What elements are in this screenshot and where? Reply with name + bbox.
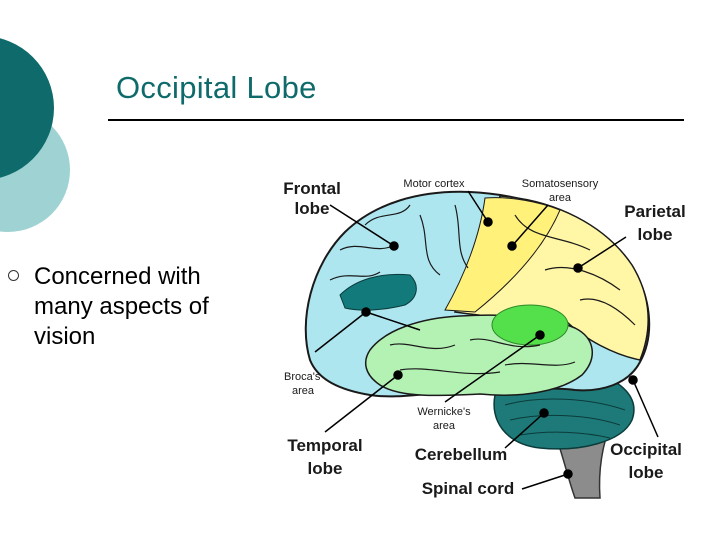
- label-spinal-cord: Spinal cord: [422, 479, 515, 498]
- label-temporal-1: Temporal: [287, 436, 362, 455]
- label-parietal-1: Parietal: [624, 202, 685, 221]
- label-frontal-2: lobe: [295, 199, 330, 218]
- slide-title: Occipital Lobe: [116, 70, 317, 105]
- label-wernicke-1: Wernicke's: [417, 406, 471, 418]
- brain-gyri: [329, 204, 636, 375]
- bullet-text: Concerned with many aspects of vision: [34, 263, 209, 350]
- corner-circle-dark: [0, 38, 54, 178]
- cerebellum-folds: [504, 398, 626, 439]
- label-somato-1: Somatosensory: [522, 178, 599, 190]
- title-divider: [108, 119, 684, 121]
- label-occipital-1: Occipital: [610, 440, 682, 459]
- label-somato-2: area: [549, 192, 572, 204]
- leader-lines: [314, 190, 659, 490]
- bullet-marker: [8, 270, 19, 281]
- label-cerebellum: Cerebellum: [415, 445, 508, 464]
- label-frontal-1: Frontal: [283, 179, 341, 198]
- label-temporal-2: lobe: [308, 459, 343, 478]
- label-broca-1: Broca's: [284, 371, 321, 383]
- label-parietal-2: lobe: [638, 225, 673, 244]
- label-broca-2: area: [292, 385, 315, 397]
- label-occipital-2: lobe: [629, 463, 664, 482]
- label-wernicke-2: area: [433, 420, 456, 432]
- label-motor: Motor cortex: [403, 178, 465, 190]
- motor-strip: [444, 197, 561, 313]
- corner-decoration: [0, 38, 70, 232]
- wernicke-area: [491, 304, 569, 346]
